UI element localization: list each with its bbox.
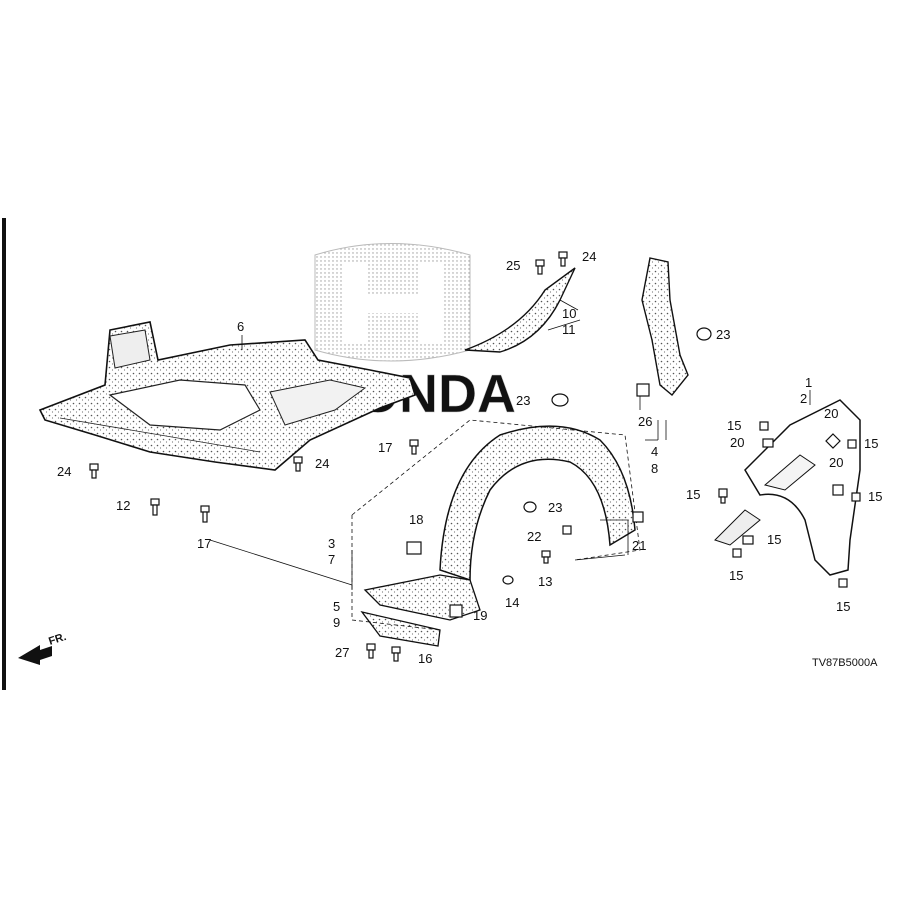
- clip-icon: [825, 433, 841, 449]
- callout-7: 7: [328, 552, 335, 567]
- callout-14: 14: [505, 595, 519, 610]
- callout-13: 13: [538, 574, 552, 589]
- callout-19: 19: [473, 608, 487, 623]
- clip-icon: [696, 327, 712, 341]
- bolt-icon: [89, 463, 99, 479]
- direction-label: FR.: [47, 631, 68, 648]
- callout-4: 4: [651, 444, 658, 459]
- bolt-icon: [535, 259, 545, 275]
- clip-icon: [762, 438, 774, 448]
- fasteners: [89, 251, 861, 662]
- clip-icon: [551, 393, 569, 407]
- bolt-icon: [293, 456, 303, 472]
- callout-12: 12: [116, 498, 130, 513]
- fender-support-part: [641, 257, 689, 396]
- clip-icon: [632, 511, 644, 523]
- callout-23a: 23: [716, 327, 730, 342]
- bolt-icon: [558, 251, 568, 267]
- callout-5: 5: [333, 599, 340, 614]
- callout-6: 6: [237, 319, 244, 334]
- bolt-icon: [732, 548, 742, 558]
- clip-icon: [406, 541, 422, 555]
- callout-10: 10: [562, 306, 576, 321]
- splash-guard-part: [360, 610, 441, 647]
- bolt-icon: [742, 535, 754, 545]
- callout-15f: 15: [729, 568, 743, 583]
- callout-20c: 20: [829, 455, 843, 470]
- callout-23c: 23: [548, 500, 562, 515]
- callout-15g: 15: [836, 599, 850, 614]
- bolt-icon: [759, 421, 769, 431]
- callout-20a: 20: [824, 406, 838, 421]
- leader-lines: [209, 299, 811, 590]
- bolt-icon: [851, 492, 861, 502]
- callout-8: 8: [651, 461, 658, 476]
- callout-24b: 24: [57, 464, 71, 479]
- engine-undercover-part: [38, 321, 416, 471]
- callout-17a: 17: [378, 440, 392, 455]
- clip-icon: [502, 575, 514, 585]
- callout-3: 3: [328, 536, 335, 551]
- callout-15b: 15: [864, 436, 878, 451]
- bolt-icon: [838, 578, 848, 588]
- callout-labels: 1 2 3 4 5 6 7 8 9 10 11 12 13 14 15 15 1…: [57, 249, 882, 666]
- callout-17b: 17: [197, 536, 211, 551]
- callout-9: 9: [333, 615, 340, 630]
- clip-icon: [523, 501, 537, 513]
- inner-fender-part: [363, 425, 636, 621]
- callout-24c: 24: [315, 456, 329, 471]
- bolt-icon: [718, 488, 728, 504]
- callout-18: 18: [409, 512, 423, 527]
- frame-left-border: [2, 218, 6, 690]
- callout-24a: 24: [582, 249, 596, 264]
- callout-15a: 15: [727, 418, 741, 433]
- clip-icon: [636, 383, 650, 397]
- callout-1: 1: [805, 375, 812, 390]
- callout-26: 26: [638, 414, 652, 429]
- bolt-icon: [541, 550, 551, 564]
- callout-20b: 20: [730, 435, 744, 450]
- mudguard-part: [464, 267, 576, 353]
- bolt-icon: [562, 525, 572, 535]
- bolt-icon: [391, 646, 401, 662]
- callout-15d: 15: [686, 487, 700, 502]
- callout-27: 27: [335, 645, 349, 660]
- clip-icon: [449, 604, 463, 618]
- callout-23b: 23: [516, 393, 530, 408]
- callout-15c: 15: [868, 489, 882, 504]
- callout-15e: 15: [767, 532, 781, 547]
- callout-22: 22: [527, 529, 541, 544]
- callout-21: 21: [632, 538, 646, 553]
- diagram-code: TV87B5000A: [812, 657, 878, 669]
- clip-icon: [832, 484, 844, 496]
- bolt-icon: [150, 498, 160, 516]
- bolt-icon: [847, 439, 857, 449]
- bolt-icon: [366, 643, 376, 659]
- front-direction-arrow: FR.: [18, 631, 68, 665]
- callout-11: 11: [562, 322, 576, 337]
- bolt-icon: [200, 505, 210, 523]
- callout-16: 16: [418, 651, 432, 666]
- callout-25: 25: [506, 258, 520, 273]
- callout-2: 2: [800, 391, 807, 406]
- bolt-icon: [409, 439, 419, 455]
